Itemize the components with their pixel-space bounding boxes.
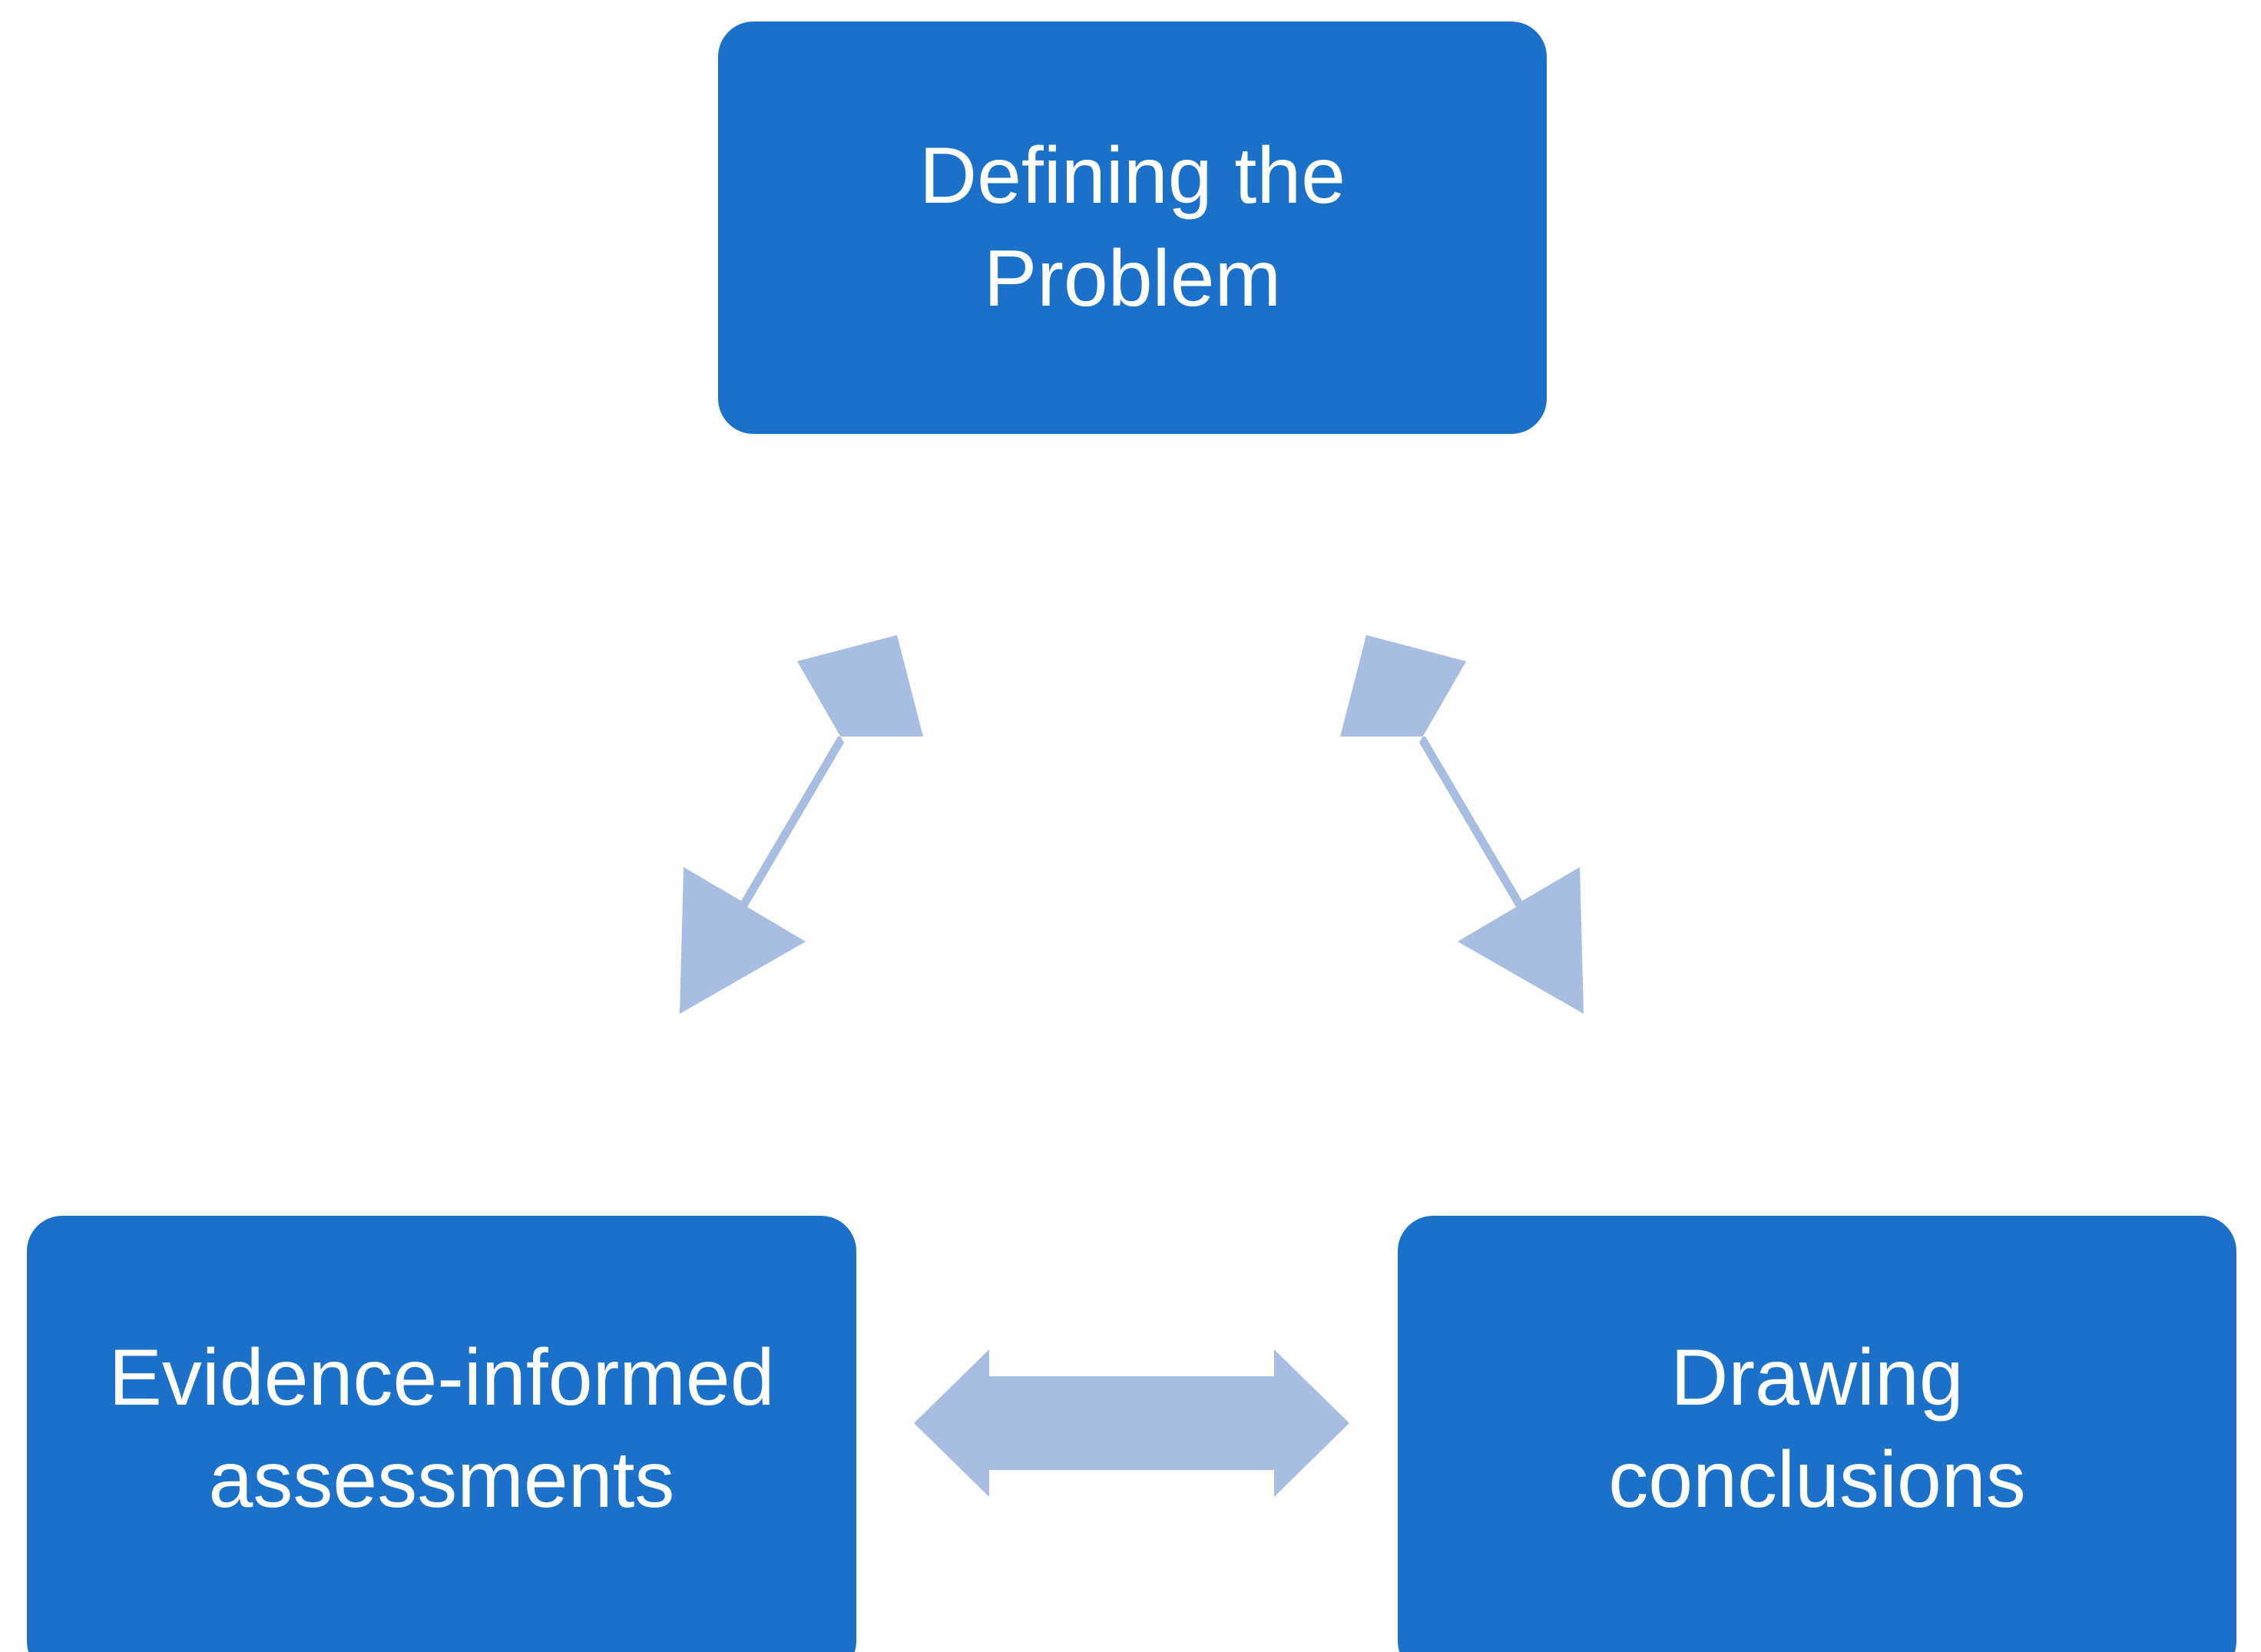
- node-label-evidence-informed-assessments: Evidence-informed assessments: [108, 1333, 775, 1525]
- arrow-left-diagonal: [680, 635, 923, 1014]
- node-drawing-conclusions[interactable]: Drawing conclusions: [1398, 1216, 2236, 1652]
- node-label-drawing-conclusions: Drawing conclusions: [1608, 1333, 2026, 1525]
- arrow-bottom-horizontal: [914, 1349, 1349, 1497]
- node-evidence-informed-assessments[interactable]: Evidence-informed assessments: [27, 1216, 856, 1652]
- node-defining-the-problem[interactable]: Defining the Problem: [718, 22, 1547, 434]
- arrow-right-diagonal: [1340, 635, 1584, 1014]
- node-label-defining-the-problem: Defining the Problem: [919, 131, 1346, 323]
